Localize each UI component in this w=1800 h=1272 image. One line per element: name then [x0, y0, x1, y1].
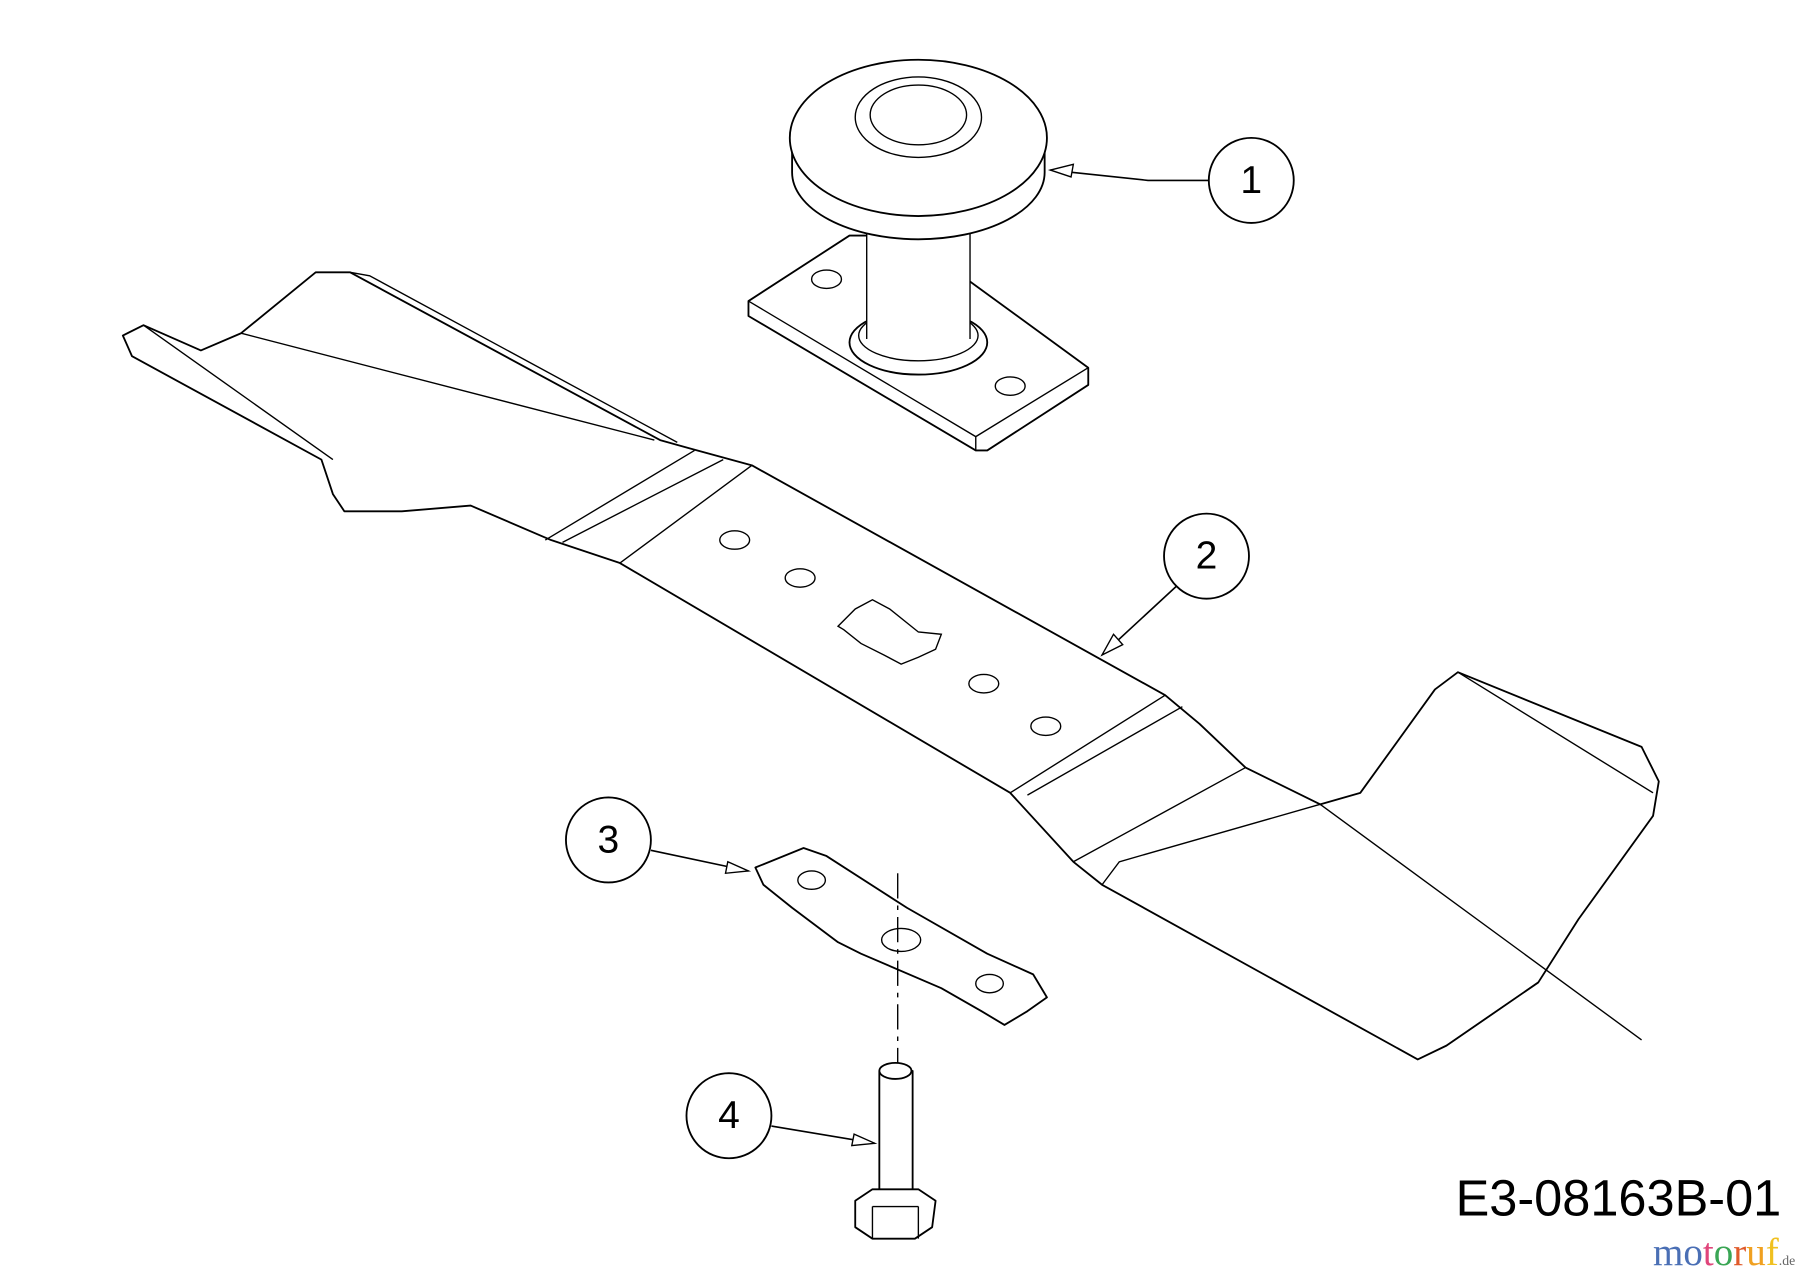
- arrowhead-3: [724, 860, 752, 875]
- watermark-letter: m: [1653, 1231, 1683, 1272]
- arrowhead-2: [1100, 633, 1124, 657]
- callout-label: 1: [1240, 159, 1262, 202]
- svg-text:motoruf.de: motoruf.de: [1653, 1231, 1795, 1272]
- watermark-letter: o: [1714, 1231, 1734, 1272]
- bolt: [854, 1061, 937, 1240]
- callout-4[interactable]: 4: [685, 1072, 773, 1160]
- callout-label: 3: [598, 818, 620, 861]
- drawing-code: E3-08163B-01: [1456, 1170, 1782, 1227]
- watermark-suffix: .de: [1779, 1253, 1795, 1268]
- callout-label: 2: [1196, 535, 1218, 578]
- leader-1: [1050, 169, 1209, 182]
- arrowhead-1: [1047, 163, 1075, 178]
- watermark-letter: r: [1733, 1231, 1746, 1272]
- arrowhead-4: [850, 1133, 878, 1147]
- blade-adapter: [754, 847, 1048, 1069]
- callout-label: 4: [718, 1094, 740, 1137]
- callout-1[interactable]: 1: [1207, 136, 1295, 224]
- watermark-letter: o: [1683, 1231, 1703, 1272]
- callout-3[interactable]: 3: [565, 796, 652, 884]
- watermark-letter: f: [1766, 1231, 1779, 1272]
- watermark-logo: motoruf.de: [1653, 1231, 1795, 1272]
- pulley-spindle: [747, 58, 1090, 452]
- watermark-letter: t: [1703, 1231, 1714, 1272]
- callout-2[interactable]: 2: [1163, 512, 1250, 600]
- watermark-letter: u: [1746, 1231, 1766, 1272]
- blade: [121, 271, 1660, 1061]
